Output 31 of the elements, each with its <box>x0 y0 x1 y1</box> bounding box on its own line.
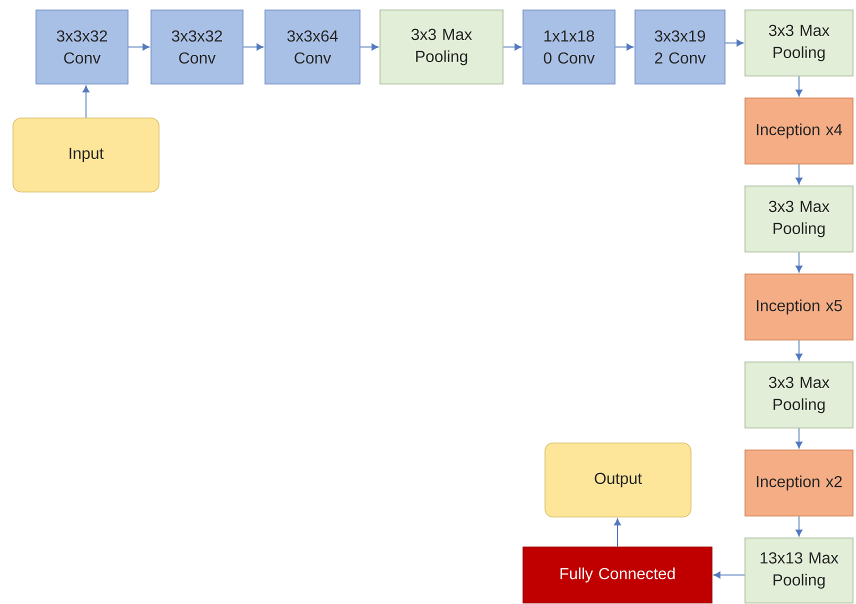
inception-box: Inception x5 <box>744 274 854 340</box>
arrow <box>796 76 802 96</box>
arrow <box>82 85 90 118</box>
arrow <box>796 164 802 184</box>
arrow <box>502 44 522 50</box>
arrow <box>796 340 802 360</box>
arrow <box>796 428 802 448</box>
rounded-box: Input <box>12 118 160 192</box>
arrow <box>242 44 264 50</box>
arrow <box>614 518 621 548</box>
conv-box: 3x3x32 Conv <box>150 10 244 84</box>
inception-box: Inception x2 <box>744 450 854 516</box>
pooling-box: 13x13 Max Pooling <box>744 538 854 604</box>
fully-connected-box: Fully Connected <box>522 546 712 604</box>
pooling-box: 3x3 Max Pooling <box>744 10 854 76</box>
pooling-box: 3x3 Max Pooling <box>744 362 854 428</box>
conv-box: 3x3x19 2 Conv <box>634 10 726 84</box>
arrow <box>713 572 746 578</box>
arrow <box>360 44 379 50</box>
arrow <box>796 516 802 536</box>
arrow <box>128 44 150 50</box>
rounded-box: Output <box>544 442 692 518</box>
pooling-box: 3x3 Max Pooling <box>380 10 504 84</box>
inception-box: Inception x4 <box>744 98 854 164</box>
conv-box: 3x3x32 Conv <box>36 10 128 84</box>
arrow <box>724 40 744 46</box>
arrow <box>614 44 634 50</box>
pooling-box: 3x3 Max Pooling <box>744 186 854 252</box>
conv-box: 3x3x64 Conv <box>264 10 360 84</box>
conv-box: 1x1x18 0 Conv <box>522 10 616 84</box>
arrow <box>796 252 802 272</box>
